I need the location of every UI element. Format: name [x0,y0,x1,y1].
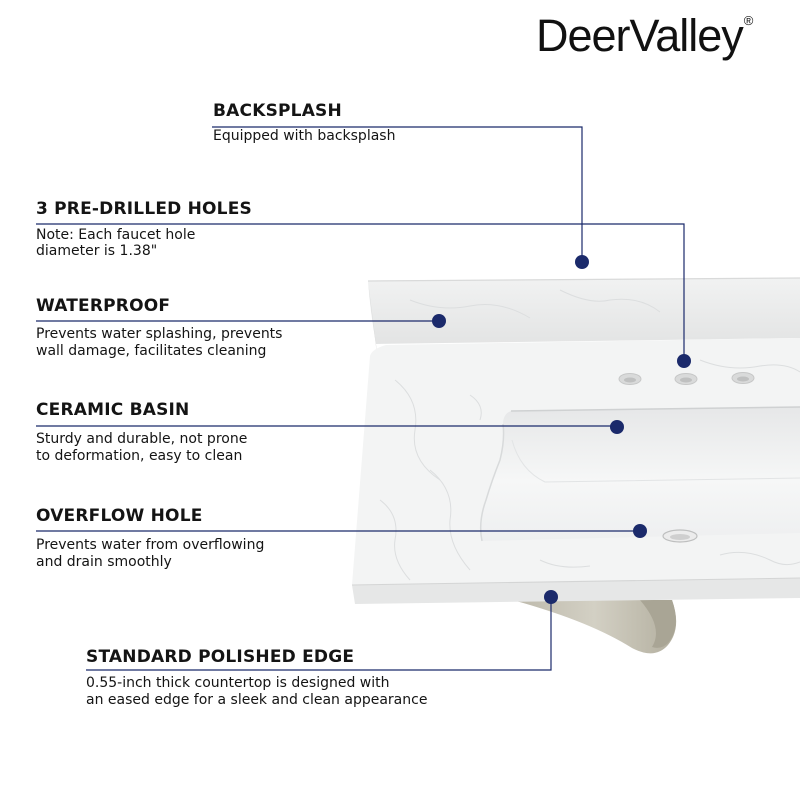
countertop-front-edge [352,578,800,604]
backsplash-top-edge [367,277,800,282]
ceramic-basin [480,407,800,541]
basin-rim [510,406,800,412]
drain-hole [662,529,698,543]
callout-pre-drilled-holes: 3 PRE-DRILLED HOLES Note: Each faucet ho… [36,199,252,259]
leader-holes [36,223,685,361]
callout-title: 3 PRE-DRILLED HOLES [36,199,252,219]
callout-description: Prevents water from overflowing and drai… [36,537,265,570]
callout-waterproof: WATERPROOF Prevents water splashing, pre… [36,296,282,360]
marker-dots [432,255,691,604]
brand-logo: DeerValley® [536,10,753,62]
leader-lines [36,126,685,671]
registered-mark: ® [743,13,754,28]
brand-name: DeerValley [536,10,744,61]
callout-description: Note: Each faucet hole diameter is 1.38" [36,227,196,259]
callout-title: CERAMIC BASIN [36,400,190,420]
sink-underside [512,600,677,654]
leader-edge [86,597,552,671]
callout-polished-edge: STANDARD POLISHED EDGE 0.55-inch thick c… [86,647,427,709]
callout-overflow-hole: OVERFLOW HOLE Prevents water from overfl… [36,506,264,571]
dot-ceramic [610,420,624,434]
dot-holes [677,354,691,368]
dot-backsplash [575,255,589,269]
marble-veins [379,289,800,581]
callout-title: BACKSPLASH [213,101,342,121]
callout-title: STANDARD POLISHED EDGE [86,647,355,667]
dot-overflow [633,524,647,538]
callout-backsplash: BACKSPLASH Equipped with backsplash [213,101,395,145]
callout-description: Prevents water splashing, prevents wall … [36,326,283,359]
callout-title: WATERPROOF [36,296,171,316]
leader-backsplash [212,126,583,262]
callout-title: OVERFLOW HOLE [36,506,203,526]
callout-ceramic-basin: CERAMIC BASIN Sturdy and durable, not pr… [36,400,247,465]
dot-waterproof [432,314,446,328]
callout-description: Equipped with backsplash [213,128,396,144]
callout-description: Sturdy and durable, not prone to deforma… [36,431,248,464]
faucet-holes [618,372,755,385]
backsplash [368,278,800,344]
callout-description: 0.55-inch thick countertop is designed w… [86,675,428,708]
dot-edge [544,590,558,604]
sink-underside-shadow [640,600,676,648]
